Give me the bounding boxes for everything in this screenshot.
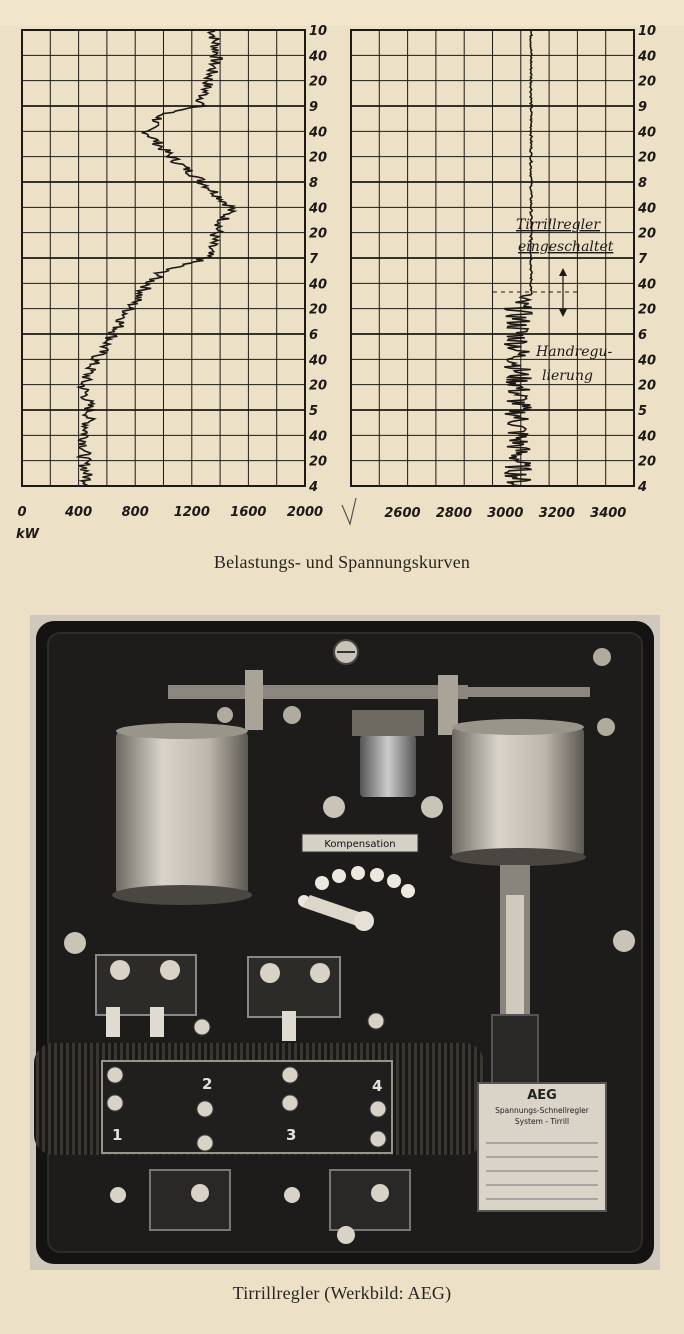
volt-y-tick: 20 (638, 455, 656, 470)
load-y-tick: 20 (309, 303, 327, 318)
terminal-board (101, 1060, 393, 1154)
terminal-label-3: 3 (286, 1126, 296, 1144)
nameplate-line1: Spannungs-Schnellregler (495, 1106, 590, 1115)
kompensation-plate (301, 833, 419, 853)
left-coil (116, 731, 248, 895)
load-y-tick: 4 (308, 480, 318, 495)
annotation-manual-2: lierung (542, 368, 593, 384)
compensation-lever (302, 895, 368, 927)
load-x-tick-labels: 0 400 800 1200 1600 2000 (17, 505, 323, 520)
load-y-tick: 40 (308, 429, 327, 444)
load-curve-chart: 10 40 20 9 40 20 8 40 20 7 40 20 6 40 20 5 40 20 4 0 400 800… (16, 24, 327, 540)
terminal-screws (106, 1012, 387, 1152)
load-y-tick: 40 (308, 125, 327, 140)
compensation-contacts (298, 866, 415, 907)
volt-y-tick: 40 (637, 429, 656, 444)
volt-y-tick: 20 (638, 303, 656, 318)
bottom-relays (110, 1169, 411, 1244)
curves-figure: 10 40 20 9 40 20 8 40 20 7 40 20 6 40 20 5 40 20 4 0 400 800… (16, 24, 656, 540)
voltage-y-tick-labels: 10 40 20 9 40 20 8 40 20 7 40 20 6 40 20 5 40 20 4 (637, 24, 656, 495)
volt-y-tick: 6 (638, 328, 647, 343)
load-y-tick: 20 (309, 227, 327, 242)
load-x-tick: 2000 (287, 505, 323, 520)
nameplate-line2: System - Tirrill (515, 1117, 569, 1126)
load-y-tick: 20 (309, 379, 327, 394)
volt-y-tick: 9 (638, 100, 647, 115)
load-y-tick: 40 (308, 277, 327, 292)
load-y-tick: 20 (309, 75, 327, 90)
voltage-curve-chart: Tirrillregler eingeschaltet Handregu- li… (350, 24, 656, 521)
load-y-tick: 20 (309, 151, 327, 166)
volt-y-tick: 40 (637, 201, 656, 216)
load-y-tick-labels: 10 40 20 9 40 20 8 40 20 7 40 20 6 40 20 5 40 20 4 (308, 24, 327, 495)
caption-regulator: Tirrillregler (Werkbild: AEG) (232, 1283, 452, 1303)
volt-x-tick: 3200 (539, 506, 575, 521)
center-coil (360, 735, 416, 797)
load-y-tick: 40 (308, 201, 327, 216)
kompensation-label: Kompensation (324, 839, 395, 850)
load-curve (75, 29, 238, 487)
volt-y-tick: 10 (638, 24, 656, 39)
volt-y-tick: 20 (638, 151, 656, 166)
volt-y-tick: 40 (637, 277, 656, 292)
volt-y-tick: 5 (638, 404, 647, 419)
annotation-tirrill-on-1: Tirrillregler (516, 217, 601, 233)
relay-contacts (95, 954, 341, 1041)
volt-x-tick: 2800 (436, 506, 472, 521)
volt-y-tick: 40 (637, 353, 656, 368)
load-x-unit: kW (16, 527, 40, 540)
volt-y-tick: 8 (638, 176, 647, 191)
voltage-chart-grid (351, 30, 634, 486)
load-y-tick: 10 (309, 24, 327, 39)
regulator-photo: Kompensation (30, 615, 660, 1270)
load-y-tick: 20 (309, 455, 327, 470)
volt-x-tick: 2600 (384, 506, 420, 521)
load-chart-grid (22, 30, 305, 486)
annotation-tirrill-on-2: eingeschaltet (518, 239, 614, 255)
volt-y-tick: 40 (637, 49, 656, 64)
volt-x-tick: 3000 (487, 506, 523, 521)
volt-y-tick: 7 (638, 252, 648, 267)
volt-y-tick: 40 (637, 125, 656, 140)
voltage-curve (503, 29, 534, 487)
volt-x-tick: 3400 (590, 506, 626, 521)
terminal-label-4: 4 (372, 1077, 382, 1095)
annotation-manual-1: Handregu- (535, 344, 612, 360)
load-x-tick: 400 (64, 505, 92, 520)
nameplate (477, 1082, 607, 1212)
load-x-tick: 1200 (174, 505, 210, 520)
page-top-band (0, 0, 684, 26)
regulator-illustration: Kompensation (34, 621, 654, 1264)
terminal-label-1: 1 (112, 1126, 122, 1144)
voltage-x-tick-labels: 2600 2800 3000 3200 3400 (384, 506, 626, 521)
terminal-label-2: 2 (202, 1075, 212, 1093)
load-y-tick: 5 (309, 404, 318, 419)
double-arrow-icon (559, 268, 567, 317)
load-y-tick: 7 (309, 252, 319, 267)
load-y-tick: 6 (309, 328, 318, 343)
axis-break-mark (341, 497, 357, 526)
volt-y-tick: 20 (638, 75, 656, 90)
volt-y-tick: 4 (637, 480, 647, 495)
caption-curves: Belastungs- und Spannungskurven (213, 552, 471, 572)
load-y-tick: 40 (308, 49, 327, 64)
load-x-tick: 0 (17, 505, 26, 520)
nameplate-brand: AEG (527, 1088, 557, 1103)
load-y-tick: 40 (308, 353, 327, 368)
load-x-tick: 800 (122, 505, 149, 520)
right-coil (452, 727, 584, 857)
load-x-tick: 1600 (230, 505, 266, 520)
load-y-tick: 9 (309, 100, 318, 115)
volt-y-tick: 20 (638, 227, 656, 242)
load-y-tick: 8 (309, 176, 318, 191)
volt-y-tick: 20 (638, 379, 656, 394)
